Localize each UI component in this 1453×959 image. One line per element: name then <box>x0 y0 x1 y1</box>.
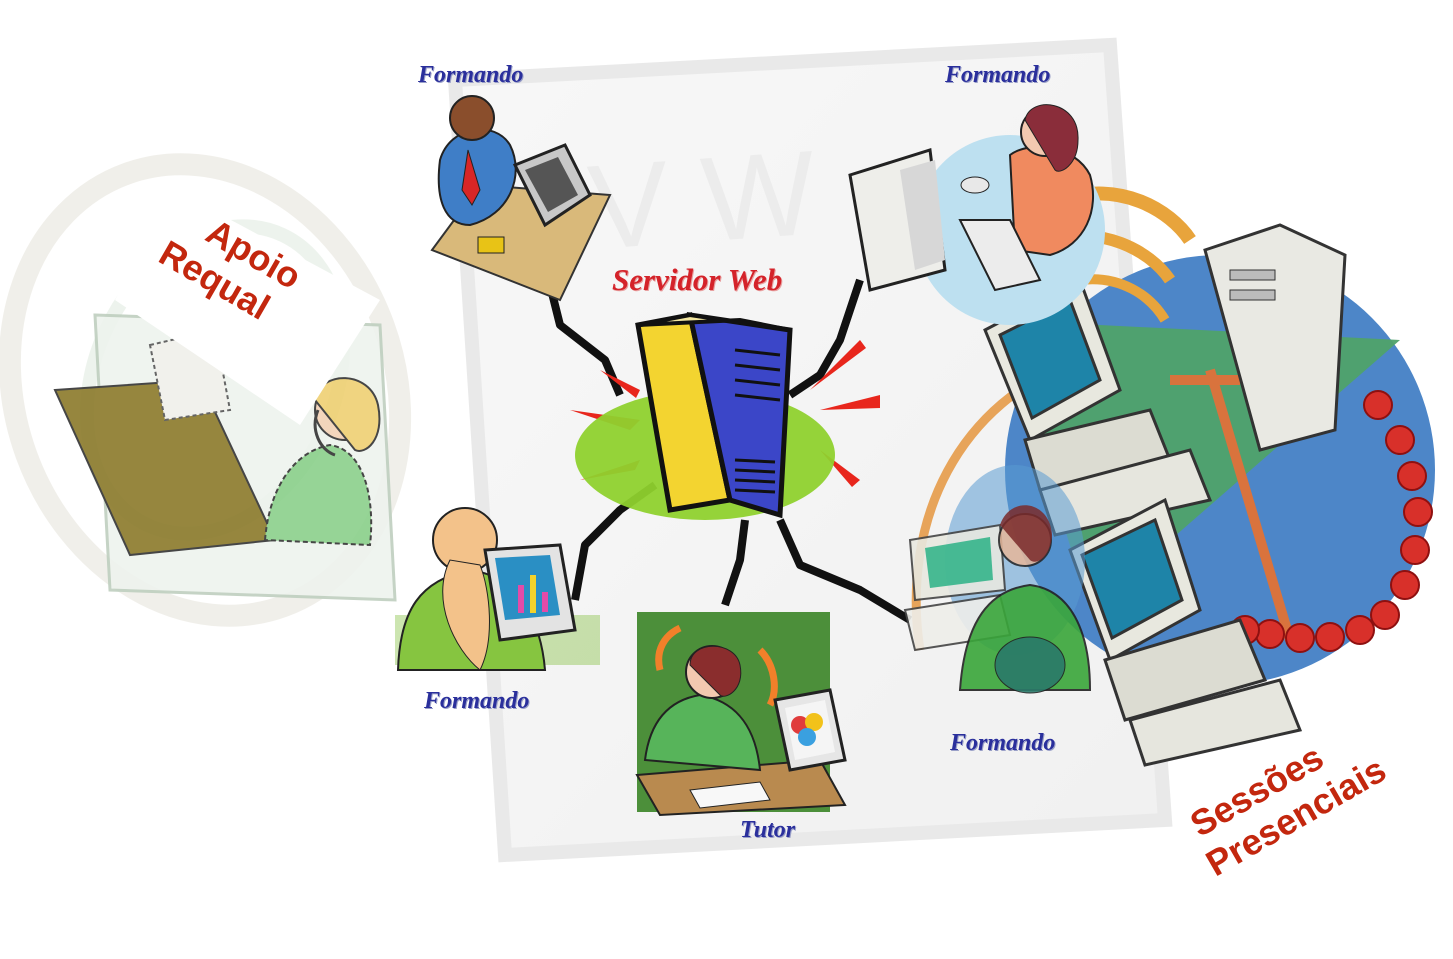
sessoes-presenciais-globe-icon <box>911 186 1435 767</box>
node-label-formando: Formando <box>418 62 524 88</box>
man-at-computer-icon <box>430 95 612 302</box>
node-label-formando: Formando <box>950 730 1056 756</box>
svg-text:V W: V W <box>584 126 819 275</box>
server-tower-icon <box>575 311 835 520</box>
woman-back-view-computer-icon <box>395 507 600 671</box>
node-label-tutor: Tutor <box>740 817 796 843</box>
person-desk-computer-icon <box>903 465 1092 694</box>
server-label: Servidor Web <box>612 262 783 297</box>
node-label-formando: Formando <box>424 688 530 714</box>
woman-headset-computer-icon <box>635 612 847 817</box>
woman-typing-icon <box>848 104 1105 325</box>
node-label-formando: Formando <box>945 62 1051 88</box>
apoio-label-card <box>115 190 380 425</box>
